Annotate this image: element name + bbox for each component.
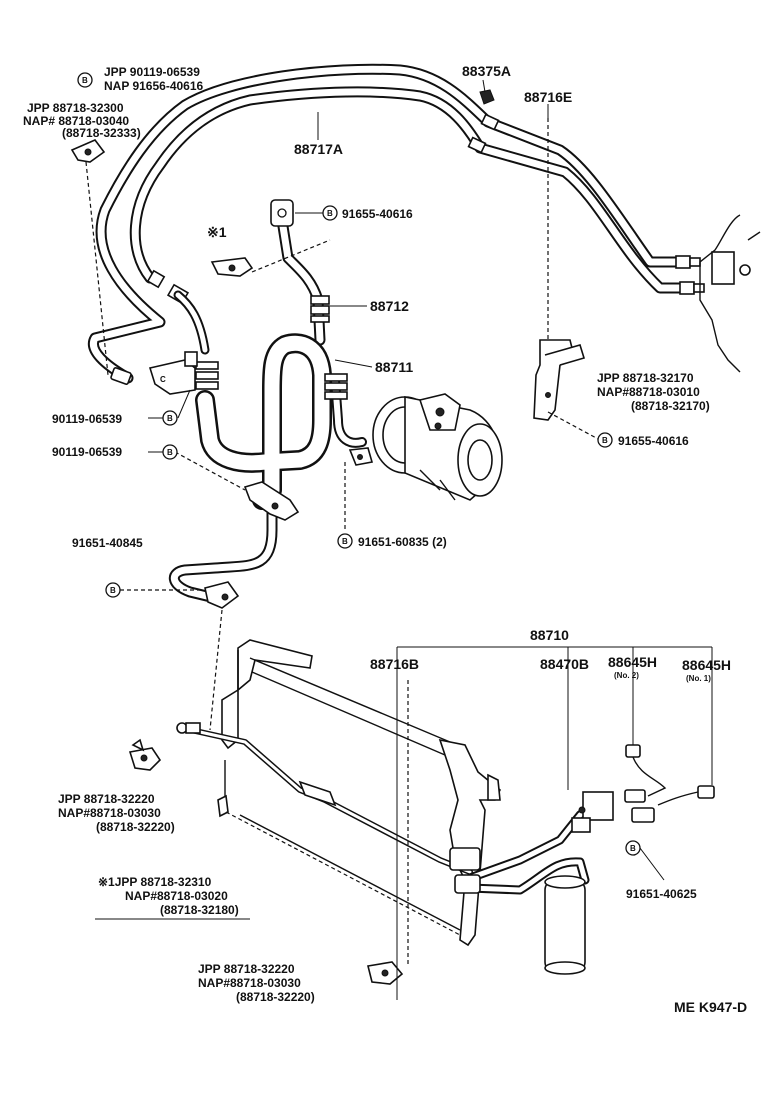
callout-5: 91655-40616 <box>618 434 689 448</box>
callout-6: 90119-06539 <box>52 412 122 426</box>
callout-11-line1: ※1JPP 88718-32310 <box>98 875 212 889</box>
dashed-leaders <box>85 118 601 965</box>
pipe-88717a <box>87 63 691 384</box>
bracket-88718-32170 <box>533 339 586 421</box>
label-88645h-no2: 88645H <box>608 654 657 670</box>
callout-9: 91651-40845 <box>72 536 143 550</box>
bolt-88375a <box>479 89 495 105</box>
bolt-90119-06539-end <box>110 367 132 385</box>
b-marker-7: B <box>105 582 121 598</box>
svg-text:C: C <box>160 375 166 384</box>
callout-10-line3: (88718-32220) <box>96 820 175 834</box>
label-88716b: 88716B <box>370 656 419 672</box>
pipe-88716e <box>129 86 696 294</box>
callout-1-line2: NAP 91656-40616 <box>104 79 204 93</box>
b-marker-2: B <box>322 205 338 221</box>
b-marker-3: B <box>597 432 613 448</box>
callout-8: 91651-60835 (2) <box>358 535 447 549</box>
diagram-code: ME K947-D <box>674 999 747 1015</box>
b-marker-6: B <box>337 533 353 549</box>
engine-outline <box>699 214 761 373</box>
pressure-switch-no1 <box>657 785 715 806</box>
label-88470b: 88470B <box>540 656 589 672</box>
label-88711: 88711 <box>375 359 413 375</box>
callout-4-line1: JPP 88718-32170 <box>597 371 694 385</box>
callout-10-line2: NAP#88718-03030 <box>58 806 161 820</box>
callout-10-line1: JPP 88718-32220 <box>58 792 155 806</box>
callout-3: 91655-40616 <box>342 207 413 221</box>
condenser <box>217 639 502 947</box>
label-88645h-no2-sub: (No. 2) <box>614 671 639 680</box>
callout-2-line3: (88718-32333) <box>62 126 141 140</box>
callout-1-line1: JPP 90119-06539 <box>104 65 200 79</box>
clip-88718-32220-upper <box>128 738 162 771</box>
receiver-dryer-88470b <box>449 791 614 975</box>
callout-12: 91651-40625 <box>626 887 697 901</box>
label-88710: 88710 <box>530 627 569 643</box>
callout-13-line2: NAP#88718-03030 <box>198 976 301 990</box>
svg-text:B: B <box>602 436 608 445</box>
svg-text:B: B <box>167 414 173 423</box>
callout-7: 90119-06539 <box>52 445 122 459</box>
b-marker-8: B <box>625 840 641 856</box>
svg-text:B: B <box>327 209 333 218</box>
callout-11-line2: NAP#88718-03020 <box>125 889 228 903</box>
label-88712: 88712 <box>370 298 409 314</box>
callout-13-line1: JPP 88718-32220 <box>198 962 295 976</box>
pressure-switch-no2 <box>624 744 667 823</box>
callout-4-line3: (88718-32170) <box>631 399 710 413</box>
callout-4-line2: NAP#88718-03010 <box>597 385 700 399</box>
label-88645h-no1-sub: (No. 1) <box>686 674 711 683</box>
svg-text:B: B <box>167 448 173 457</box>
label-88375a: 88375A <box>462 63 511 79</box>
bracket-c: C <box>148 351 198 395</box>
svg-text:B: B <box>630 844 636 853</box>
b-marker-1: B <box>77 72 93 88</box>
solid-leaders <box>95 79 713 1000</box>
svg-text:B: B <box>342 537 348 546</box>
clip-88718-32220-lower <box>367 961 404 985</box>
callout-11-line3: (88718-32180) <box>160 903 239 917</box>
svg-text:B: B <box>110 586 116 595</box>
label-88645h-no1: 88645H <box>682 657 731 673</box>
pipe-fittings-upper <box>146 113 705 305</box>
b-marker-4: B <box>162 410 178 426</box>
svg-text:B: B <box>82 76 88 85</box>
label-88716e: 88716E <box>524 89 572 105</box>
pipe-lower-liquid <box>168 481 300 609</box>
label-88717a: 88717A <box>294 141 343 157</box>
callout-2-line1: JPP 88718-32300 <box>27 101 124 115</box>
clip-star1 <box>210 257 254 277</box>
callout-13-line3: (88718-32220) <box>236 990 315 1004</box>
label-star1: ※1 <box>207 224 227 240</box>
callout-2-line2: NAP# 88718-03040 <box>23 114 129 128</box>
pipe-88716b <box>176 722 473 875</box>
hose-88712 <box>270 199 330 346</box>
clip-88718-32300 <box>70 139 106 163</box>
compressor <box>348 393 503 501</box>
hose-88711 <box>173 290 367 510</box>
b-marker-5: B <box>162 444 178 460</box>
